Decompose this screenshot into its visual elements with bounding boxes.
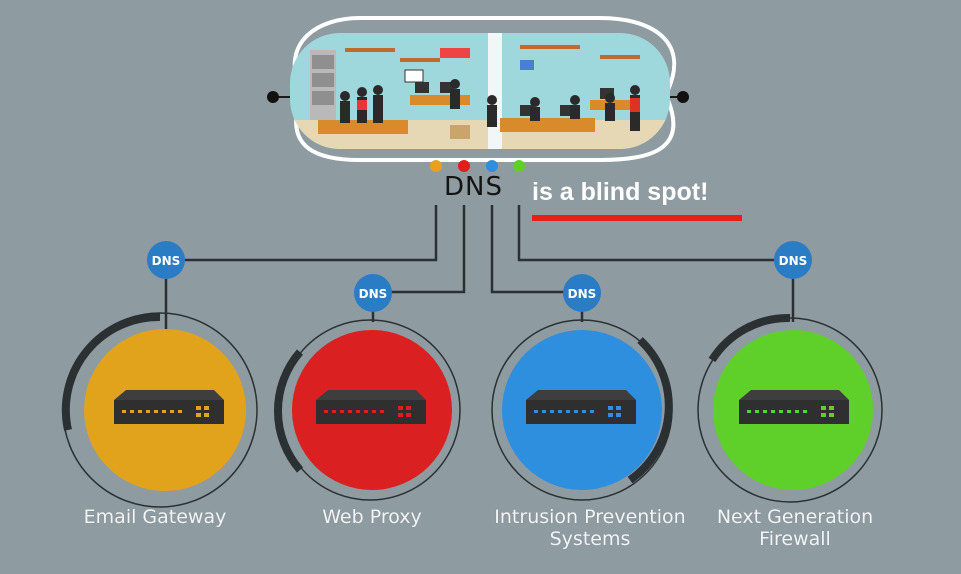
device-label-email-gateway: Email Gateway <box>60 506 250 528</box>
indicator-dot <box>486 160 498 172</box>
indicator-dot <box>513 160 525 172</box>
dns-badge-label: DNS <box>152 254 181 268</box>
dns-badge-firewall: DNS <box>774 241 812 279</box>
device-label-web-proxy: Web Proxy <box>282 506 462 528</box>
blind-spot-tagline: is a blind spot! <box>532 178 709 206</box>
label-line-1: Email Gateway <box>83 506 227 528</box>
dns-badge-label: DNS <box>359 287 388 301</box>
connector-lines <box>164 205 795 330</box>
dns-badge-label: DNS <box>779 254 808 268</box>
web-proxy-appliance-icon <box>316 390 426 424</box>
device-email-gateway <box>61 312 258 508</box>
indicator-dot <box>458 160 470 172</box>
dns-badge-ips: DNS <box>563 274 601 312</box>
dns-badge-proxy: DNS <box>354 274 392 312</box>
label-line-1: Web Proxy <box>322 506 422 528</box>
device-label-ips: Intrusion Prevention Systems <box>472 506 708 550</box>
device-web-proxy <box>274 319 461 501</box>
label-line-2: Systems <box>549 528 631 550</box>
label-line-1: Next Generation <box>716 506 874 528</box>
dns-badge-email: DNS <box>147 241 185 279</box>
office-capsule <box>267 16 689 172</box>
indicator-dot <box>430 160 442 172</box>
label-line-2: Firewall <box>759 528 831 550</box>
ips-appliance-icon <box>526 390 636 424</box>
dns-badge-label: DNS <box>568 287 597 301</box>
office-scene-image <box>290 33 670 149</box>
dns-heading: DNS <box>444 172 503 202</box>
firewall-appliance-icon <box>739 390 849 424</box>
email-gateway-appliance-icon <box>114 390 224 424</box>
device-intrusion-prevention <box>491 319 673 501</box>
label-line-1: Intrusion Prevention <box>494 506 686 528</box>
tagline-underline <box>532 215 742 221</box>
device-next-gen-firewall <box>697 313 883 503</box>
device-label-firewall: Next Generation Firewall <box>700 506 890 550</box>
